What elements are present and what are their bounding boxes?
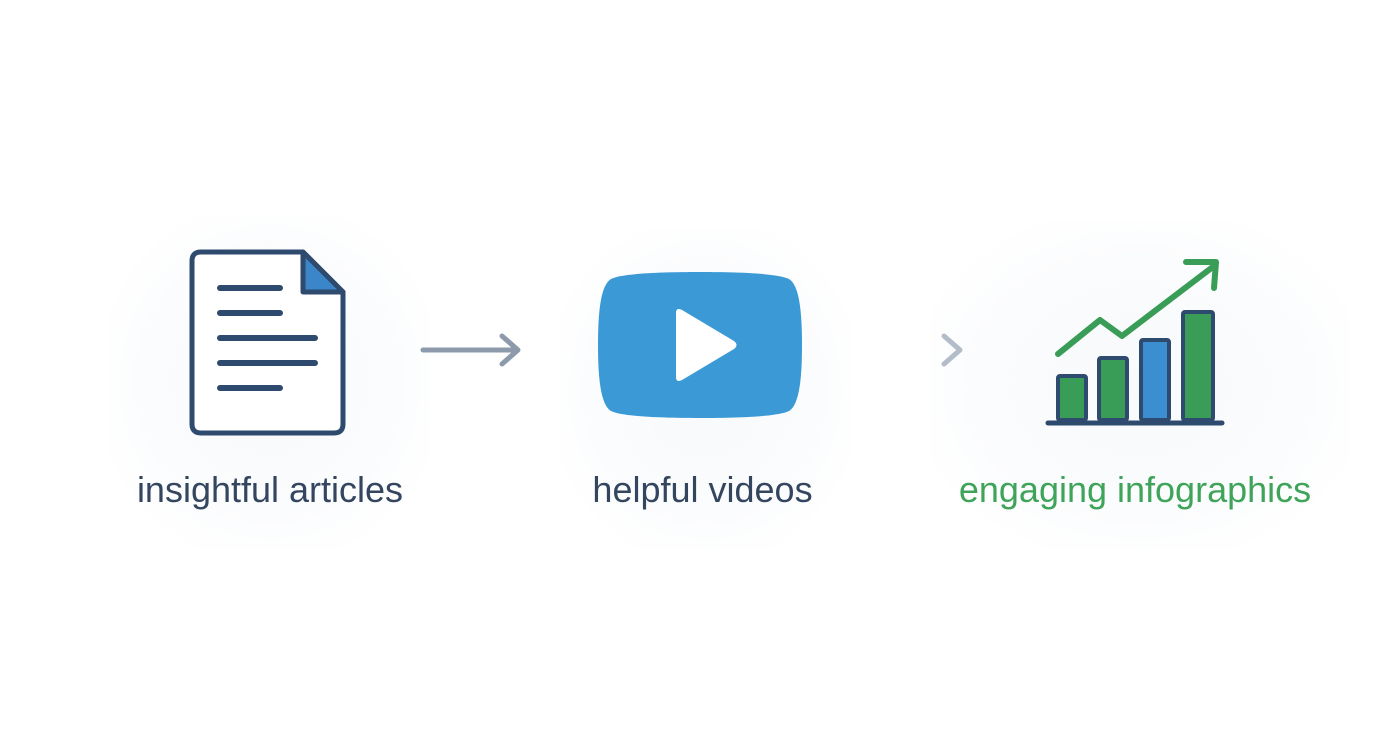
arrow-right-icon	[860, 330, 970, 370]
step-label-videos: helpful videos	[592, 469, 813, 510]
step-label-articles: insightful articles	[136, 469, 404, 510]
step-label-infographics: engaging infographics	[958, 469, 1312, 510]
growth-chart-icon	[1040, 252, 1230, 432]
play-video-icon	[596, 270, 804, 420]
arrow-right-icon	[418, 330, 528, 370]
document-icon	[185, 247, 350, 439]
